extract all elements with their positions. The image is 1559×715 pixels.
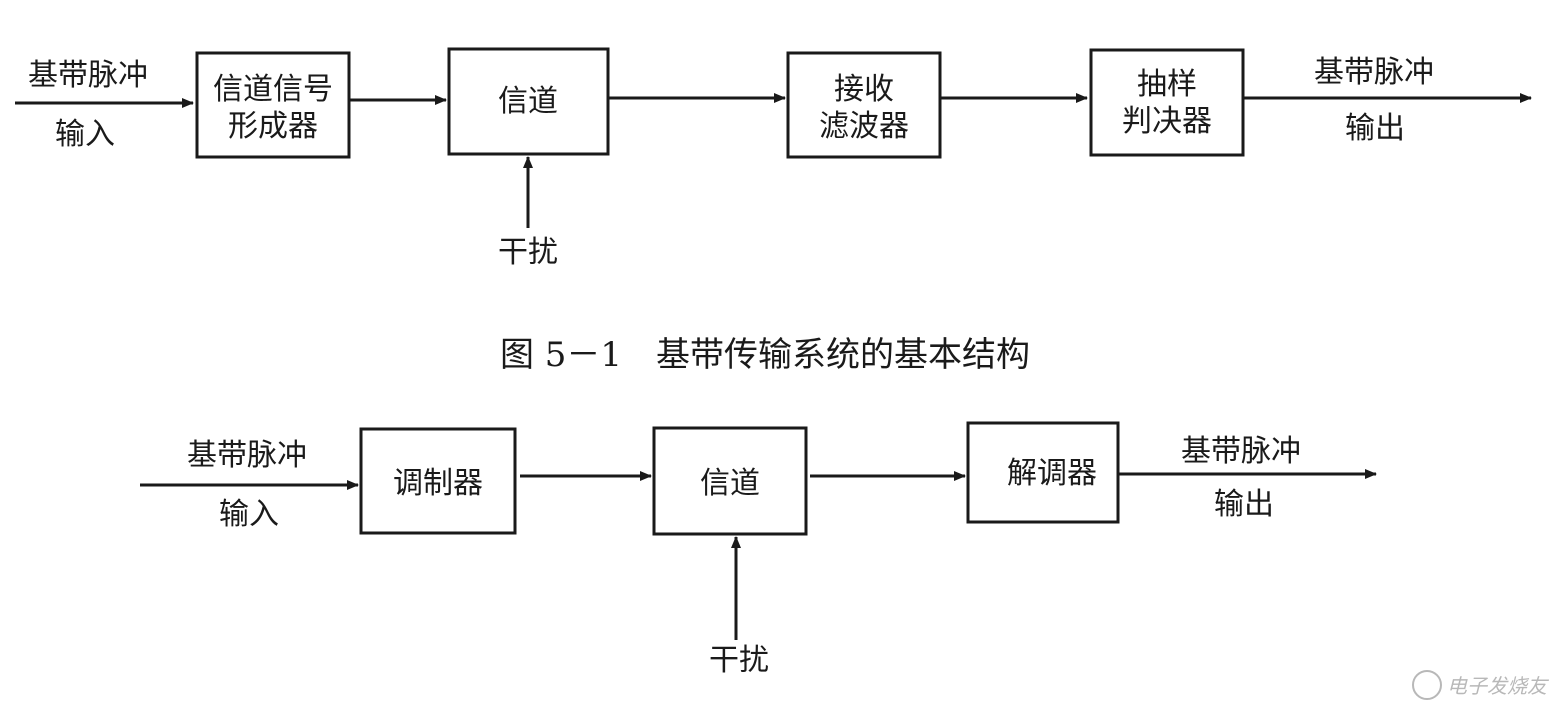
input-label-line1: 基带脉冲: [28, 58, 148, 93]
input-label-line2: 输入: [55, 117, 115, 152]
block-channel: [447, 47, 610, 156]
block-channel-label: 信道: [498, 84, 558, 119]
block-channel-signal-former-line1: 信道信号: [213, 72, 333, 107]
block-demodulator: [966, 421, 1120, 524]
block-sample-decision-line2: 判决器: [1122, 104, 1212, 139]
block-receive-filter: [786, 51, 942, 159]
block-demodulator-label: 解调器: [1007, 456, 1097, 491]
block-channel-2-label: 信道: [700, 466, 760, 501]
block-sample-decision: [1089, 48, 1245, 157]
block-receive-filter-line1: 接收: [834, 72, 894, 107]
block-modulator-label: 调制器: [393, 466, 483, 501]
watermark-text: 电子发烧友: [1447, 674, 1550, 698]
block-channel-signal-former-line2: 形成器: [228, 109, 318, 144]
block-modulator: [359, 427, 517, 535]
output-label-line2: 输出: [1345, 111, 1405, 146]
watermark: 电子发烧友: [1412, 670, 1550, 700]
block-channel-2: [652, 426, 808, 536]
input-label-2-line2: 输入: [219, 497, 279, 532]
interference-label: 干扰: [498, 235, 558, 270]
diagram-baseband-system: 基带脉冲 输入 信道信号 形成器 信道 干扰 接收 滤波器 抽样 判决器 基带脉…: [15, 47, 1532, 270]
watermark-logo-icon: [1412, 670, 1442, 700]
block-sample-decision-line1: 抽样: [1137, 67, 1197, 102]
output-label-line1: 基带脉冲: [1314, 55, 1434, 90]
input-label-2-line1: 基带脉冲: [187, 438, 307, 473]
diagram-modulated-system: 基带脉冲 输入 调制器 信道 干扰 解调器 基带脉冲 输出: [140, 421, 1377, 678]
output-label-2-line2: 输出: [1214, 487, 1274, 522]
figure-caption: 图 5－1 基带传输系统的基本结构: [500, 335, 1030, 375]
interference-label-2: 干扰: [709, 643, 769, 678]
block-channel-signal-former: [195, 51, 351, 159]
block-receive-filter-line2: 滤波器: [819, 109, 909, 144]
output-label-2-line1: 基带脉冲: [1181, 434, 1301, 469]
